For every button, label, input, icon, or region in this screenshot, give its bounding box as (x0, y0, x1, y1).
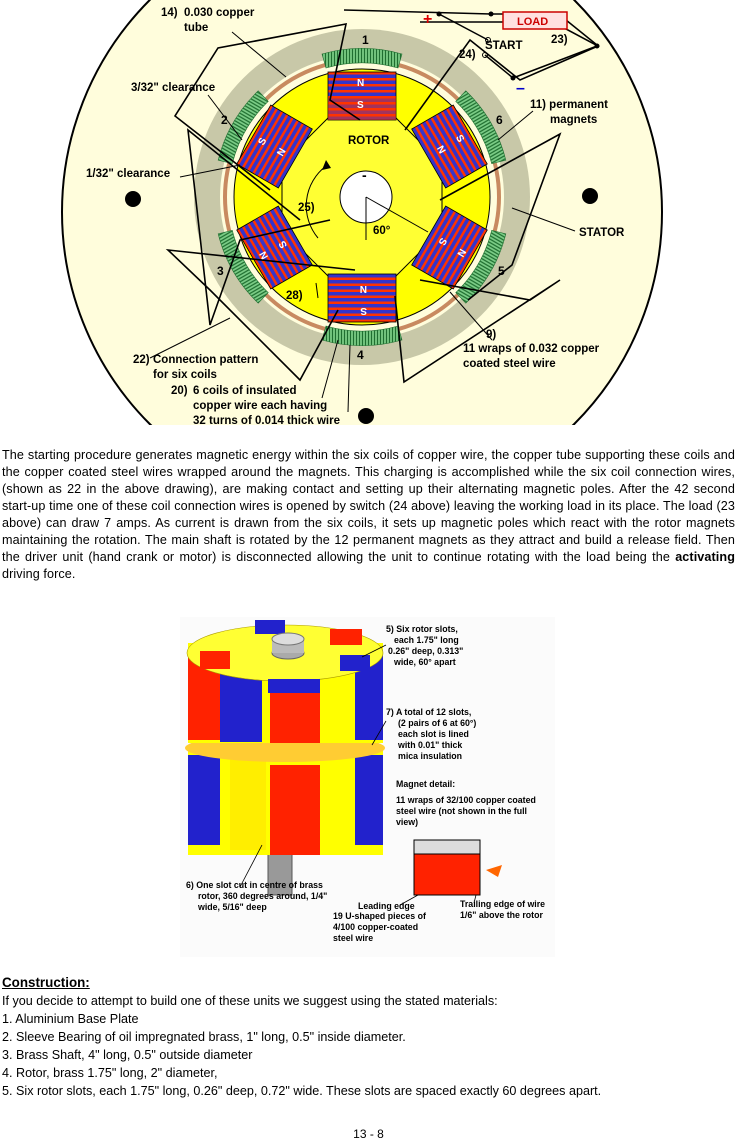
svg-text:(2 pairs of 6 at 60°): (2 pairs of 6 at 60°) (398, 718, 476, 728)
svg-text:rotor, 360 degrees around, 1/4: rotor, 360 degrees around, 1/4" (198, 891, 327, 901)
svg-text:wide, 5/16" deep: wide, 5/16" deep (197, 902, 267, 912)
svg-text:N: N (258, 249, 271, 261)
svg-text:steel wire: steel wire (333, 933, 373, 943)
svg-text:2: 2 (221, 113, 228, 127)
svg-text:28): 28) (286, 290, 303, 302)
svg-text:N: N (434, 144, 447, 156)
svg-text:tube: tube (184, 22, 208, 34)
svg-text:mica insulation: mica insulation (398, 751, 462, 761)
svg-text:1: 1 (362, 33, 369, 47)
svg-text:24): 24) (459, 49, 476, 61)
svg-text:11 wraps of 0.032 copper: 11 wraps of 0.032 copper (463, 343, 600, 355)
svg-text:60°: 60° (373, 225, 391, 237)
svg-text:32 turns of 0.014 thick wire: 32 turns of 0.014 thick wire (193, 415, 340, 427)
mount-hole (358, 408, 374, 424)
svg-text:copper wire each having: copper wire each having (193, 400, 327, 412)
svg-text:S: S (453, 133, 466, 145)
svg-text:5: 5 (498, 264, 505, 278)
svg-text:6: 6 (496, 113, 503, 127)
svg-text:for six coils: for six coils (153, 369, 217, 381)
load-box (502, 11, 568, 30)
svg-text:wide, 60° apart: wide, 60° apart (393, 657, 456, 667)
mount-hole (125, 191, 141, 207)
materials-list: 1. Aluminium Base Plate 2. Sleeve Bearin… (2, 1010, 735, 1100)
svg-text:6) One slot cut in centre of b: 6) One slot cut in centre of brass (186, 880, 323, 890)
svg-text:S: S (435, 236, 448, 248)
connection-pattern (165, 21, 600, 384)
svg-text:19 U-shaped pieces of: 19 U-shaped pieces of (333, 911, 426, 921)
svg-text:magnets: magnets (550, 114, 597, 126)
svg-text:each 1.75" long: each 1.75" long (394, 635, 459, 645)
svg-text:N: N (360, 283, 367, 294)
label-copper-tube: 14) (161, 7, 178, 19)
page-number: 13 - 8 (353, 1127, 384, 1141)
svg-text:1/32" clearance: 1/32" clearance (86, 168, 170, 180)
svg-text:S: S (357, 100, 364, 111)
svg-text:N: N (357, 78, 364, 89)
construction-section: Construction: If you decide to attempt t… (2, 974, 735, 1100)
description-paragraph: The starting procedure generates magneti… (2, 448, 735, 581)
rotor-diagram: 5) Six rotor slots, each 1.75" long 0.26… (180, 617, 555, 957)
svg-text:0.030 copper: 0.030 copper (184, 7, 255, 19)
svg-text:Magnet detail:: Magnet detail: (396, 779, 455, 789)
svg-text:STATOR: STATOR (579, 227, 625, 239)
svg-text:Leading edge: Leading edge (358, 901, 415, 911)
svg-text:11) permanent: 11) permanent (530, 99, 608, 111)
svg-text:+: + (423, 11, 432, 28)
svg-text:Connection pattern: Connection pattern (153, 354, 258, 366)
svg-text:with 0.01" thick: with 0.01" thick (397, 740, 462, 750)
svg-text:S: S (277, 238, 290, 250)
coil-numbers: 1 2 3 4 5 6 (217, 33, 505, 362)
svg-text:S: S (360, 305, 367, 316)
svg-text:5) Six rotor slots,: 5) Six rotor slots, (386, 624, 458, 634)
svg-text:4/100 copper-coated: 4/100 copper-coated (333, 922, 418, 932)
svg-text:view): view) (396, 817, 418, 827)
list-item: 3. Brass Shaft, 4" long, 0.5" outside di… (2, 1048, 253, 1062)
svg-text:0.26" deep, 0.313": 0.26" deep, 0.313" (388, 646, 463, 656)
stator-coils (217, 48, 507, 346)
construction-heading: Construction: (2, 975, 90, 990)
construction-intro: If you decide to attempt to build one of… (2, 994, 498, 1008)
svg-text:3/32" clearance: 3/32" clearance (131, 82, 215, 94)
svg-text:Trailing edge of wire: Trailing edge of wire (460, 899, 545, 909)
svg-text:1/6" above the rotor: 1/6" above the rotor (460, 910, 543, 920)
svg-text:START: START (485, 40, 522, 52)
svg-text:23): 23) (551, 34, 568, 46)
list-item: 1. Aluminium Base Plate (2, 1012, 139, 1026)
svg-text:7) A total of 12 slots,: 7) A total of 12 slots, (386, 707, 471, 717)
svg-text:each slot is lined: each slot is lined (398, 729, 469, 739)
motor-diagram: N S S N N S S N N S S N - (0, 0, 737, 440)
leader-lines (149, 31, 576, 413)
svg-text:-: - (362, 167, 367, 183)
svg-text:9): 9) (486, 329, 496, 341)
rotor-magnets: N S S N N S S N N S S N (236, 71, 488, 323)
start-switch-circuit (343, 9, 598, 79)
svg-text:S: S (256, 136, 269, 148)
svg-text:N: N (275, 147, 288, 159)
svg-text:ROTOR: ROTOR (348, 135, 390, 147)
svg-text:25): 25) (298, 202, 315, 214)
svg-text:4: 4 (357, 348, 364, 362)
svg-text:20): 20) (171, 385, 188, 397)
list-item: 4. Rotor, brass 1.75" long, 2" diameter, (2, 1066, 218, 1080)
svg-text:coated steel wire: coated steel wire (463, 358, 556, 370)
list-item: 2. Sleeve Bearing of oil impregnated bra… (2, 1030, 406, 1044)
svg-text:steel wire (not shown in the f: steel wire (not shown in the full (396, 806, 527, 816)
list-item: 5. Six rotor slots, each 1.75" long, 0.2… (2, 1084, 602, 1098)
svg-text:11 wraps of 32/100 copper coat: 11 wraps of 32/100 copper coated (396, 795, 536, 805)
svg-text:22): 22) (133, 354, 150, 366)
svg-text:LOAD: LOAD (517, 16, 548, 28)
svg-text:N: N (454, 247, 467, 259)
svg-text:3: 3 (217, 264, 224, 278)
svg-text:–: – (516, 80, 525, 97)
svg-text:6 coils of insulated: 6 coils of insulated (193, 385, 297, 397)
mount-hole (582, 188, 598, 204)
